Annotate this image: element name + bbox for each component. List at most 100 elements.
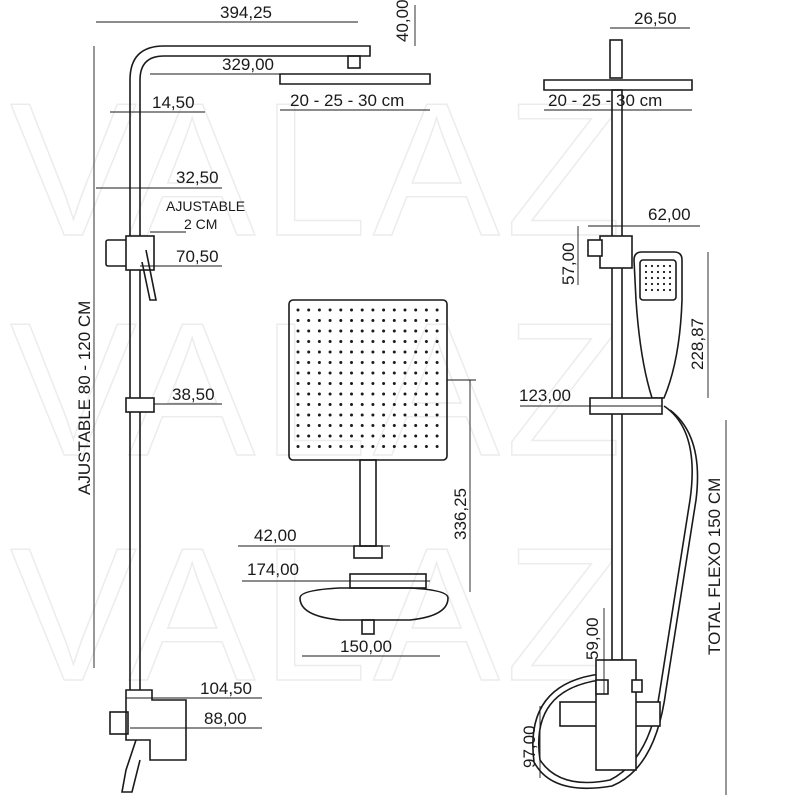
nozzle-dot [371, 361, 375, 364]
nozzle-dot [371, 434, 375, 438]
nozzle-dot [317, 403, 321, 406]
dim-height-range: AJUSTABLE 80 - 120 CM [75, 301, 94, 495]
nozzle-dot [435, 434, 439, 438]
nozzle-dot [424, 319, 428, 322]
nozzle-dot [317, 361, 321, 364]
handshower-nozzle-dot [656, 282, 660, 286]
nozzle-dot [307, 382, 311, 385]
nozzle-dot [328, 319, 332, 322]
dim-head-height: 40,00 [393, 0, 412, 42]
nozzle-dot [392, 445, 396, 448]
nozzle-dot [371, 403, 375, 406]
nozzle-dot [328, 403, 332, 406]
nozzle-dot [296, 329, 300, 333]
handshower-nozzle-dot [668, 270, 672, 274]
nozzle-dot [339, 403, 343, 406]
nozzle-dot [328, 329, 332, 333]
nozzle-dot [371, 392, 375, 396]
nozzle-dot [360, 392, 364, 396]
nozzle-dot [403, 361, 407, 364]
nozzle-dot [339, 340, 343, 343]
nozzle-dot [307, 329, 311, 333]
nozzle-dot [382, 382, 386, 385]
nozzle-dot [317, 392, 321, 396]
front-view: 26,50 20 - 25 - 30 cm 62,00 57,00 228,87… [519, 9, 727, 795]
dim-valve-height: 97,00 [520, 725, 539, 768]
nozzle-dot [339, 382, 343, 385]
front-holder-knob [587, 239, 603, 257]
dim-pipe-above-valve: 59,00 [583, 617, 602, 660]
dim-slider-offset: 123,00 [519, 386, 571, 405]
nozzle-dot [435, 382, 439, 385]
nozzle-dot [307, 434, 311, 438]
nozzle-dot [307, 392, 311, 396]
handshower-nozzle-dot [668, 282, 672, 286]
nozzle-dot [328, 424, 332, 427]
nozzle-dot [317, 371, 321, 375]
nozzle-dot [296, 434, 300, 438]
nozzle-dot [414, 371, 418, 375]
front-shower-head [543, 79, 693, 91]
handshower-nozzle-dot [644, 288, 648, 292]
nozzle-dot [339, 392, 343, 396]
handshower-nozzle-dot [662, 282, 666, 286]
front-head-connector [609, 39, 623, 79]
front-handshower-face [639, 259, 677, 301]
nozzle-dot [328, 445, 332, 448]
handshower-nozzle-dot [656, 270, 660, 274]
nozzle-dot [435, 424, 439, 427]
nozzle-dot [392, 392, 396, 396]
dim-slider-depth: 38,50 [172, 385, 215, 404]
nozzle-dot [382, 329, 386, 333]
head-base-outlet [361, 619, 375, 635]
nozzle-dot [392, 350, 396, 354]
dim-head-sizes-front: 20 - 25 - 30 cm [548, 91, 662, 110]
side-handshower [141, 249, 157, 301]
nozzle-dot [392, 371, 396, 375]
label-adjustable-2cm: 2 CM [184, 216, 217, 232]
nozzle-dot [435, 371, 439, 375]
nozzle-dot [296, 308, 300, 312]
watermark-text-3: VALAZ [10, 509, 628, 721]
nozzle-dot [403, 319, 407, 322]
nozzle-dot [350, 350, 353, 354]
label-adjustable: AJUSTABLE [166, 198, 245, 214]
handshower-nozzle-dot [656, 276, 660, 280]
nozzle-dot [328, 308, 332, 312]
nozzle-dot [424, 329, 428, 333]
nozzle-dot [392, 434, 396, 438]
nozzle-dot [339, 434, 343, 438]
nozzle-dot [328, 350, 332, 354]
nozzle-dot [360, 371, 364, 375]
front-valve-outlet [595, 679, 609, 695]
nozzle-dot [382, 403, 386, 406]
nozzle-dot [371, 424, 375, 427]
nozzle-dot [392, 308, 396, 312]
nozzle-dot [403, 371, 407, 375]
dim-body-depth: 88,00 [204, 709, 247, 728]
nozzle-dot [307, 361, 311, 364]
nozzle-dot [382, 319, 386, 322]
nozzle-dot [424, 434, 428, 438]
nozzle-dot [371, 329, 375, 333]
nozzle-dot [360, 361, 364, 364]
nozzle-dot [296, 424, 300, 427]
handshower-nozzle-dot [662, 276, 666, 280]
handshower-nozzle-dot [668, 276, 672, 280]
nozzle-dot [339, 329, 343, 333]
nozzle-dot [382, 350, 386, 354]
nozzle-dot [339, 361, 343, 364]
dim-spacing: 150,00 [340, 637, 392, 656]
handshower-nozzle-dot [644, 276, 648, 280]
nozzle-dot [414, 350, 418, 354]
nozzle-dot [350, 445, 353, 448]
nozzle-dot [403, 382, 407, 385]
nozzle-dot [371, 382, 375, 385]
watermark-text-2: VALAZ [10, 284, 628, 496]
nozzle-dot [328, 371, 332, 375]
nozzle-dot [317, 413, 321, 417]
handshower-nozzle-dot [662, 270, 666, 274]
nozzle-dot [424, 413, 428, 417]
nozzle-dot [382, 361, 386, 364]
